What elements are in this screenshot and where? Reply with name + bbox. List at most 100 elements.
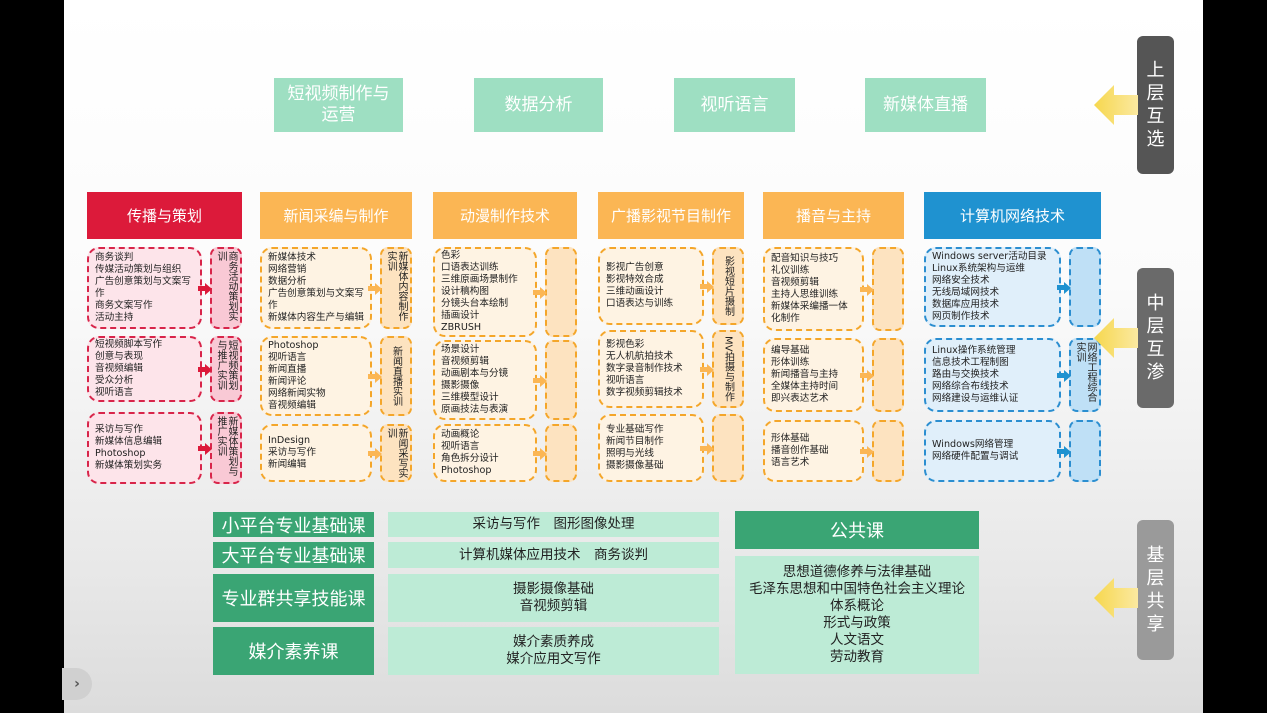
course-item: 编导基础 <box>771 345 810 356</box>
arrow-right-icon <box>700 363 714 376</box>
course-item: 照明与光线 <box>606 448 654 459</box>
training-label: 新媒体内容制作实训 <box>385 251 407 321</box>
training-box <box>545 424 577 482</box>
course-item: 音视频剪辑 <box>441 356 489 367</box>
course-item: 色彩 <box>441 250 461 261</box>
major-header[interactable]: 传播与策划 <box>87 192 242 239</box>
arrow-right-icon <box>860 283 874 296</box>
course-group: 编导基础形体训练新闻播音与主持全媒体主持时间即兴表达艺术 <box>763 338 864 412</box>
base-category-courses: 计算机媒体应用技术 商务谈判 <box>388 542 719 568</box>
course-item: 数据库应用技术 <box>932 299 1000 310</box>
arrow-right-icon <box>1057 369 1071 382</box>
course-item: 新媒体内容生产与编辑 <box>268 312 364 323</box>
course-group: 场景设计音视频剪辑动画剧本与分镜摄影摄像三维模型设计原画技法与表演 <box>433 340 537 420</box>
training-box: 新媒体策划与推广实训 <box>210 412 242 484</box>
top-elective-course[interactable]: 短视频制作与运营 <box>274 78 403 132</box>
course-item: 分镜头台本绘制 <box>441 298 509 309</box>
course-item: 网络综合布线技术 <box>932 381 1009 392</box>
course-item: 数字视频剪辑技术 <box>606 387 683 398</box>
course-item: 三维动画设计 <box>606 286 664 297</box>
course-item: 三维模型设计 <box>441 392 499 403</box>
major-header[interactable]: 播音与主持 <box>763 192 904 239</box>
next-slide-button[interactable]: › <box>62 668 92 700</box>
major-header[interactable]: 动漫制作技术 <box>433 192 577 239</box>
layer-label-char: 选 <box>1146 129 1165 150</box>
course-item: 主持人思维训练 <box>771 289 839 300</box>
training-box <box>1069 420 1101 482</box>
training-box <box>712 414 744 482</box>
training-box: 新媒体内容制作实训 <box>380 247 412 329</box>
major-header[interactable]: 新闻采编与制作 <box>260 192 412 239</box>
public-course-line: 毛泽东思想和中国特色社会主义理论 <box>749 581 965 597</box>
layer-label-char: 渗 <box>1146 362 1165 383</box>
arrow-right-icon <box>860 369 874 382</box>
course-item: 配音知识与技巧 <box>771 253 839 264</box>
course-item: 新媒体策划实务 <box>95 460 163 471</box>
course-item: 网络营销 <box>268 264 307 275</box>
course-group: 影视色彩无人机航拍技术数字录音制作技术视听语言数字视频剪辑技术 <box>598 330 704 408</box>
top-elective-label: 视听语言 <box>700 94 769 115</box>
top-elective-course[interactable]: 数据分析 <box>474 78 603 132</box>
public-course-list: 思想道德修养与法律基础毛泽东思想和中国特色社会主义理论体系概论形式与政策人文语文… <box>735 556 979 674</box>
yellow-left-arrow-icon <box>1094 578 1138 618</box>
course-item: 信息技术工程制图 <box>932 357 1009 368</box>
course-item: Windows server活动目录 <box>932 251 1047 262</box>
course-item: 摄影摄像 <box>441 380 480 391</box>
course-item: Windows网络管理 <box>932 439 1014 450</box>
training-label: 新闻直播实训 <box>390 346 402 406</box>
course-item: 短视频脚本写作 <box>95 339 163 350</box>
layer-label-char: 享 <box>1146 614 1165 635</box>
training-box <box>872 338 904 412</box>
course-item: 传媒活动策划与组织 <box>95 264 182 275</box>
arrow-right-icon <box>860 445 874 458</box>
training-label: MV拍摄与制作 <box>722 336 734 402</box>
course-item: 礼仪训练 <box>771 265 810 276</box>
layer-label-base: 基层共享 <box>1137 520 1174 660</box>
training-label: 影视短片摄制 <box>722 256 734 316</box>
yellow-left-arrow-icon <box>1094 85 1138 125</box>
top-elective-course[interactable]: 视听语言 <box>674 78 795 132</box>
major-header[interactable]: 广播影视节目制作 <box>598 192 744 239</box>
training-box <box>1069 247 1101 327</box>
base-category-label: 媒介素养课 <box>213 627 374 675</box>
layer-label-char: 层 <box>1146 568 1165 589</box>
course-item: Linux操作系统管理 <box>932 345 1016 356</box>
course-item: 路由与交换技术 <box>932 369 1000 380</box>
course-item: 影视特效合成 <box>606 274 664 285</box>
course-item: 摄影摄像基础 <box>606 460 664 471</box>
chevron-right-icon: › <box>74 676 80 692</box>
base-course-line: 摄影摄像基础 <box>513 581 594 597</box>
course-item: 设计稿构图 <box>441 286 489 297</box>
course-item: 视听语言 <box>95 387 134 398</box>
layer-label-char: 共 <box>1146 591 1165 612</box>
training-box <box>545 247 577 337</box>
base-course-line: 音视频剪辑 <box>519 598 588 614</box>
course-group: Windows网络管理网络硬件配置与调试 <box>924 420 1061 482</box>
yellow-left-arrow-icon <box>1094 318 1138 358</box>
layer-label-char: 上 <box>1146 60 1165 81</box>
base-category-label: 专业群共享技能课 <box>213 574 374 622</box>
course-item: 音视频剪辑 <box>771 277 819 288</box>
course-group: 短视频脚本写作创意与表现音视频编辑受众分析视听语言 <box>87 336 202 402</box>
course-item: 网页制作技术 <box>932 311 990 322</box>
course-item: 新闻节目制作 <box>606 436 664 447</box>
top-elective-course[interactable]: 新媒体直播 <box>865 78 986 132</box>
layer-label-char: 层 <box>1146 83 1165 104</box>
course-item: 新媒体信息编辑 <box>95 436 163 447</box>
course-group: 影视广告创意影视特效合成三维动画设计口语表达与训练 <box>598 247 704 325</box>
training-box: 商务活动策划实训 <box>210 247 242 329</box>
public-course-line: 思想道德修养与法律基础 <box>782 564 932 580</box>
training-box: 短视频策划与推广实训 <box>210 336 242 402</box>
major-header[interactable]: 计算机网络技术 <box>924 192 1101 239</box>
training-label: 网络工程综合实训 <box>1074 342 1096 402</box>
course-item: 形体基础 <box>771 433 810 444</box>
slide: 短视频制作与运营数据分析视听语言新媒体直播传播与策划商务谈判传媒活动策划与组织广… <box>64 0 1203 713</box>
arrow-right-icon <box>198 282 212 295</box>
course-item: 新媒体技术 <box>268 252 316 263</box>
course-item: 商务谈判 <box>95 252 134 263</box>
layer-label-char: 互 <box>1146 339 1165 360</box>
training-box <box>872 247 904 331</box>
course-item: 角色拆分设计 <box>441 453 499 464</box>
training-box: 影视短片摄制 <box>712 247 744 325</box>
